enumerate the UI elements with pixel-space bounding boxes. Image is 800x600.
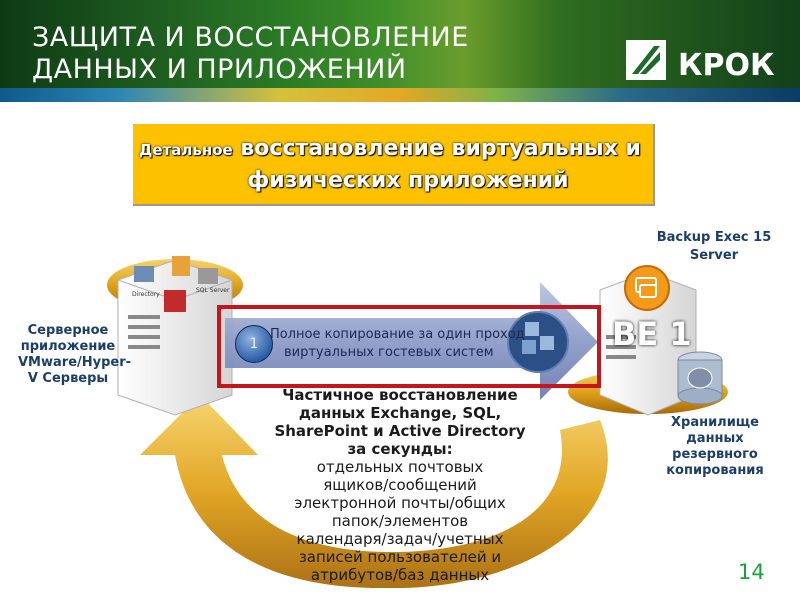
backup-server-label-2: Server [689,248,739,263]
arrow-caption: Полное копирование за один проход виртуа… [270,326,530,362]
restore-line: записей пользователей и [298,548,502,566]
storage-disk-icon [677,351,723,405]
restore-bold-line: Частичное восстановление [282,386,518,404]
logo-text: КРОК [678,48,775,83]
restore-line: отдельных почтовых [316,458,484,476]
restore-line: календаря/задач/учетных [296,530,504,548]
arrow-caption-line-2: виртуальных гостевых систем [284,345,494,360]
restore-line: папок/элементов [331,512,469,530]
restore-line: ящиков/сообщений [323,476,477,494]
krok-logo-icon [626,40,666,80]
storage-label: Хранилище данных резервного копирования [666,415,764,478]
backup-server-label: Backup Exec 15 Server [644,229,784,265]
banner-line-2: физических приложений [247,168,569,193]
app-icon-sql-label: SQL Server [196,287,230,294]
title-line-1: ЗАЩИТА И ВОССТАНОВЛЕНИЕ [32,22,469,53]
title-line-2: ДАННЫХ И ПРИЛОЖЕНИЙ [32,54,407,85]
restore-line: электронной почты/общих [294,494,506,512]
return-arrow [140,395,608,589]
header-banner [0,0,800,100]
highlight-frame [217,305,601,388]
be-badge-text: BE 1 [612,315,692,353]
restore-bold-line: данных Exchange, SQL, [298,404,502,422]
backup-server-label-1: Backup Exec 15 [656,230,772,245]
backup-arrow [225,282,598,400]
banner-line-1: Детальное восстановление виртуальных и [80,136,700,161]
backup-exec-logo-icon [624,265,670,311]
page-number: 14 [738,560,765,584]
highlight-banner [133,124,655,206]
left-server-label: Серверное приложение VMware/Hyper-V Серв… [18,323,132,386]
slide-title: ЗАЩИТА И ВОССТАНОВЛЕНИЕ ДАННЫХ И ПРИЛОЖЕ… [32,22,469,86]
step-number-badge: 1 [235,325,273,363]
restore-bold-line: SharePoint и Active Directory [274,422,526,440]
left-server-icon [117,259,233,416]
header-color-strip [0,88,800,102]
restore-description: Частичное восстановление данных Exchange… [230,386,570,584]
banner-small-word: Детальное [139,141,233,159]
app-icons-cluster [134,256,218,312]
restore-bold-line: за секунды: [347,440,453,458]
banner-main-text: восстановление виртуальных и [240,136,641,161]
restore-line: атрибутов/баз данных [310,566,490,584]
data-sphere-icon [507,311,569,373]
app-icon-directory-label: Directory [132,291,160,298]
arrow-caption-line-1: Полное копирование за один проход [270,327,525,342]
